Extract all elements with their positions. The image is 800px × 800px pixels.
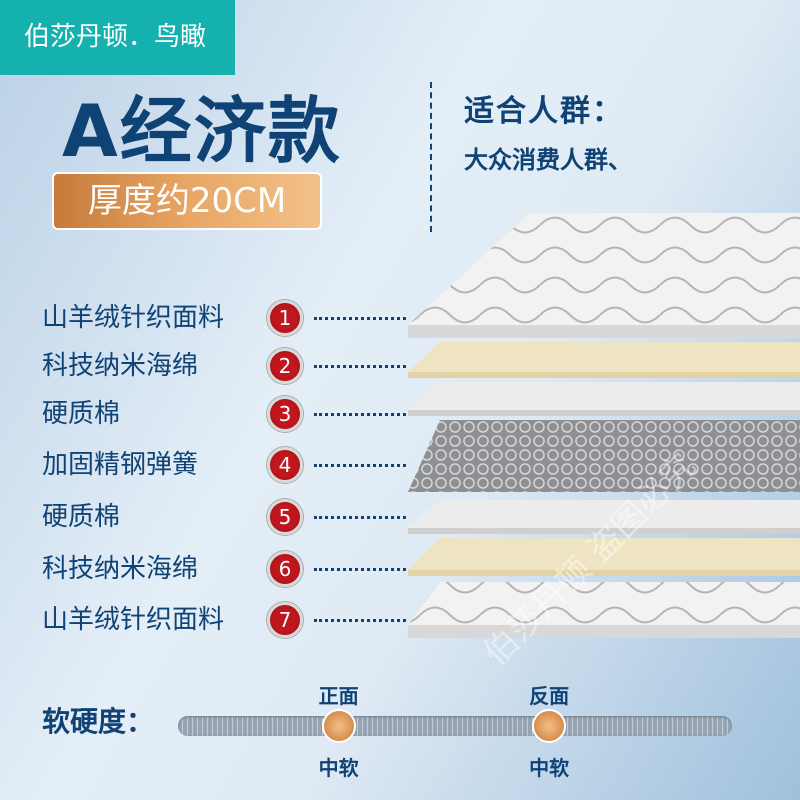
layer-number-badge: 1 [267, 300, 303, 336]
layer-1-fabric [408, 213, 800, 338]
layer-label: 加固精钢弹簧 [42, 450, 199, 480]
layer-7-fabric [408, 582, 800, 638]
layer-label: 科技纳米海绵 [42, 351, 199, 381]
product-title: A经济款 [62, 89, 342, 173]
leader-line [314, 317, 406, 320]
front-side-label: 正面 [318, 684, 359, 708]
leader-line [314, 516, 406, 519]
thickness-badge: 厚度约20CM [52, 172, 322, 230]
leader-line [314, 568, 406, 571]
divider [430, 82, 432, 232]
hardness-scale [178, 716, 732, 736]
layer-label: 山羊绒针织面料 [42, 605, 225, 635]
layer-6-foam [408, 538, 800, 576]
back-level-label: 中软 [529, 756, 570, 780]
brand-banner: 伯莎丹顿．鸟瞰 [0, 0, 235, 75]
front-level-label: 中软 [318, 756, 359, 780]
audience-value: 大众消费人群、 [464, 146, 632, 174]
layer-number-badge: 4 [267, 447, 303, 483]
layer-2-foam [408, 342, 800, 378]
layer-label: 硬质棉 [42, 399, 121, 429]
layer-number-badge: 5 [267, 499, 303, 535]
layer-label: 山羊绒针织面料 [42, 303, 225, 333]
layer-number-badge: 2 [267, 348, 303, 384]
leader-line [314, 365, 406, 368]
front-hardness-marker [321, 709, 356, 743]
back-side-label: 反面 [529, 684, 570, 708]
back-hardness-marker [532, 709, 567, 743]
layer-5-cotton [408, 500, 800, 534]
layer-number-badge: 3 [267, 396, 303, 432]
hardness-label: 软硬度： [42, 705, 155, 738]
layer-3-cotton [408, 382, 800, 416]
leader-line [314, 619, 406, 622]
layer-4-spring [408, 420, 800, 492]
layer-number-badge: 7 [267, 602, 303, 638]
leader-line [314, 413, 406, 416]
layer-label: 科技纳米海绵 [42, 554, 199, 584]
layer-label: 硬质棉 [42, 502, 121, 532]
leader-line [314, 464, 406, 467]
audience-title: 适合人群： [464, 94, 624, 129]
layer-number-badge: 6 [267, 551, 303, 587]
